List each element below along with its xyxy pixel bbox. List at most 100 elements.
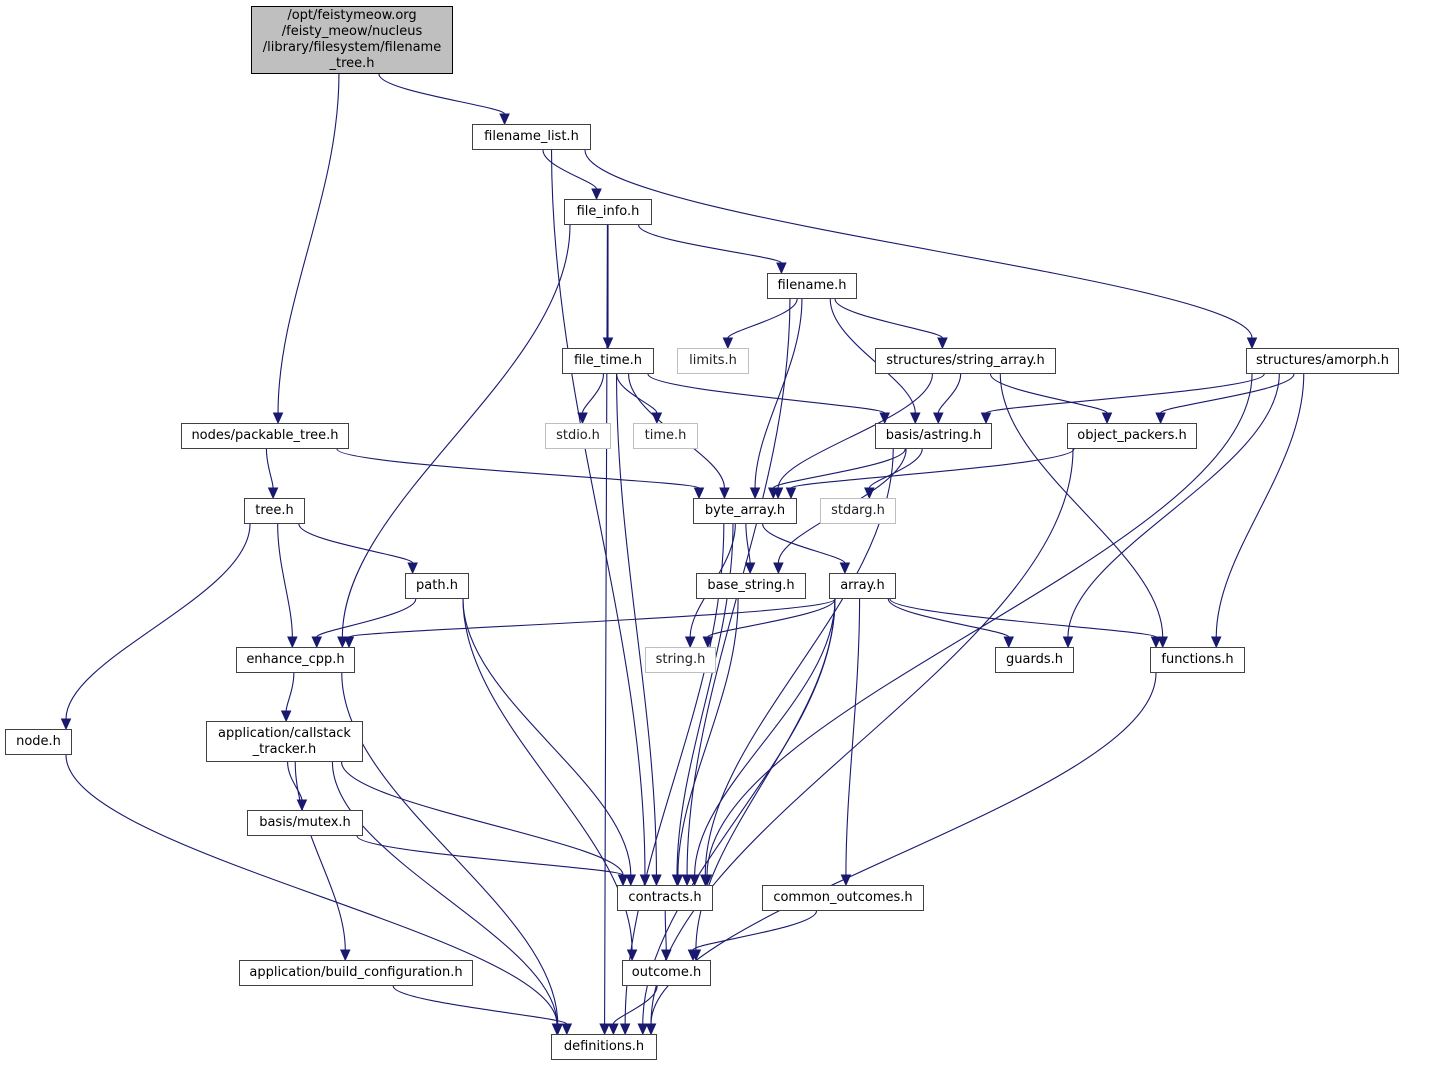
edge-file-info-to-enhance-cpp — [341, 224, 571, 638]
arrowhead-icon — [591, 188, 602, 201]
edge-filename-to-limits — [727, 298, 798, 339]
edge-file-time-to-time — [616, 373, 658, 414]
node-build-configuration[interactable]: application/build_configuration.h — [239, 960, 473, 986]
node-node[interactable]: node.h — [5, 729, 72, 755]
arrowhead-icon — [499, 113, 510, 126]
arrowhead-icon — [1062, 636, 1074, 649]
node-path[interactable]: path.h — [405, 573, 469, 599]
edge-object-packers-to-byte-array — [790, 448, 1075, 489]
node-filename[interactable]: filename.h — [767, 273, 857, 299]
edge-array-to-functions — [889, 598, 1157, 638]
node-string-array[interactable]: structures/string_array.h — [875, 348, 1056, 374]
node-tree[interactable]: tree.h — [244, 498, 305, 524]
node-mutex[interactable]: basis/mutex.h — [247, 810, 363, 836]
edge-common-outcomes-to-outcome — [692, 910, 818, 951]
arrowhead-icon — [672, 874, 684, 887]
node-file-info[interactable]: file_info.h — [564, 199, 652, 225]
arrowhead-icon — [645, 1023, 657, 1036]
arrowhead-icon — [661, 949, 672, 962]
edge-mutex-to-contracts — [356, 835, 624, 876]
arrowhead-icon — [272, 412, 284, 425]
arrowhead-icon — [937, 337, 948, 350]
edge-array-to-contracts — [694, 598, 836, 876]
arrowhead-icon — [722, 337, 734, 350]
edge-array-to-string — [707, 598, 836, 638]
node-packable-tree[interactable]: nodes/packable_tree.h — [181, 423, 349, 449]
node-base-string[interactable]: base_string.h — [696, 573, 806, 599]
edge-callstack-tracker-to-definitions — [331, 761, 558, 1025]
edge-base-string-to-contracts — [677, 598, 739, 876]
edge-file-time-to-contracts — [616, 373, 657, 876]
edges-layer — [60, 73, 1305, 1036]
arrowhead-icon — [700, 874, 711, 887]
arrowhead-icon — [702, 636, 714, 649]
edge-callstack-tracker-to-mutex — [287, 761, 303, 801]
edge-array-to-enhance-cpp — [348, 598, 836, 638]
edge-astring-to-stdarg — [868, 448, 923, 489]
node-stdarg: stdarg.h — [820, 498, 896, 524]
arrowhead-icon — [768, 487, 779, 500]
node-object-packers[interactable]: object_packers.h — [1067, 423, 1197, 449]
edge-build-configuration-to-definitions — [392, 985, 568, 1025]
edge-packable-tree-to-tree — [265, 448, 274, 489]
edge-tree-to-node — [65, 523, 251, 720]
node-byte-array[interactable]: byte_array.h — [693, 498, 797, 524]
edge-array-to-common-outcomes — [845, 598, 861, 876]
node-callstack-tracker[interactable]: application/callstack _tracker.h — [206, 721, 363, 762]
edge-filename-list-to-file-info — [542, 149, 598, 190]
node-array[interactable]: array.h — [829, 573, 896, 599]
edge-callstack-tracker-to-contracts — [341, 761, 624, 876]
edge-filename-tree-to-packable-tree — [277, 73, 340, 414]
arrowhead-icon — [619, 1023, 631, 1036]
node-filename-tree[interactable]: /opt/feistymeow.org /feisty_meow/nucleus… — [251, 6, 453, 74]
edge-file-time-to-stdio — [581, 373, 605, 414]
edge-amorph-to-contracts — [706, 373, 1253, 876]
arrowhead-icon — [910, 412, 921, 425]
edge-packable-tree-to-byte-array — [336, 448, 700, 489]
node-string: string.h — [645, 647, 716, 673]
arrowhead-icon — [693, 487, 705, 500]
node-file-time[interactable]: file_time.h — [562, 348, 654, 374]
arrowhead-icon — [681, 874, 693, 887]
arrowhead-icon — [551, 1023, 563, 1036]
node-guards[interactable]: guards.h — [995, 647, 1074, 673]
arrowhead-icon — [651, 874, 662, 887]
arrowhead-icon — [684, 636, 696, 649]
node-filename-list[interactable]: filename_list.h — [472, 124, 591, 150]
edge-astring-to-byte-array — [772, 448, 906, 489]
edge-object-packers-to-definitions — [650, 448, 1074, 1025]
node-enhance-cpp[interactable]: enhance_cpp.h — [236, 647, 355, 673]
arrowhead-icon — [577, 412, 588, 425]
edge-file-info-to-filename — [638, 224, 782, 264]
arrowhead-icon — [337, 636, 348, 649]
edge-functions-to-definitions — [650, 672, 1157, 1025]
node-time: time.h — [633, 423, 698, 449]
node-amorph[interactable]: structures/amorph.h — [1246, 348, 1399, 374]
arrowhead-icon — [933, 412, 944, 425]
edge-node-to-definitions — [65, 754, 558, 1025]
edge-contracts-to-outcome — [664, 910, 667, 951]
edge-filename-list-to-contracts — [550, 149, 646, 876]
node-contracts[interactable]: contracts.h — [617, 885, 713, 911]
edge-file-info-to-definitions — [604, 224, 608, 1025]
edge-amorph-to-functions — [1215, 373, 1305, 638]
arrowhead-icon — [599, 1023, 610, 1036]
arrowhead-icon — [719, 487, 730, 500]
edge-amorph-to-object-packers — [1160, 373, 1295, 414]
arrowhead-icon — [1157, 636, 1168, 649]
node-definitions[interactable]: definitions.h — [551, 1034, 657, 1060]
node-outcome[interactable]: outcome.h — [622, 960, 711, 986]
edge-byte-array-to-array — [762, 523, 846, 564]
node-common-outcomes[interactable]: common_outcomes.h — [762, 885, 924, 911]
edge-tree-to-path — [298, 523, 414, 564]
arrowhead-icon — [280, 710, 292, 723]
edge-outcome-to-definitions — [612, 985, 658, 1025]
node-limits: limits.h — [677, 348, 749, 374]
arrowhead-icon — [1150, 636, 1162, 649]
node-functions[interactable]: functions.h — [1150, 647, 1245, 673]
arrowhead-icon — [287, 636, 298, 649]
edge-tree-to-enhance-cpp — [277, 523, 293, 638]
arrowhead-icon — [296, 799, 308, 812]
node-astring[interactable]: basis/astring.h — [875, 423, 992, 449]
arrowhead-icon — [1101, 412, 1113, 425]
